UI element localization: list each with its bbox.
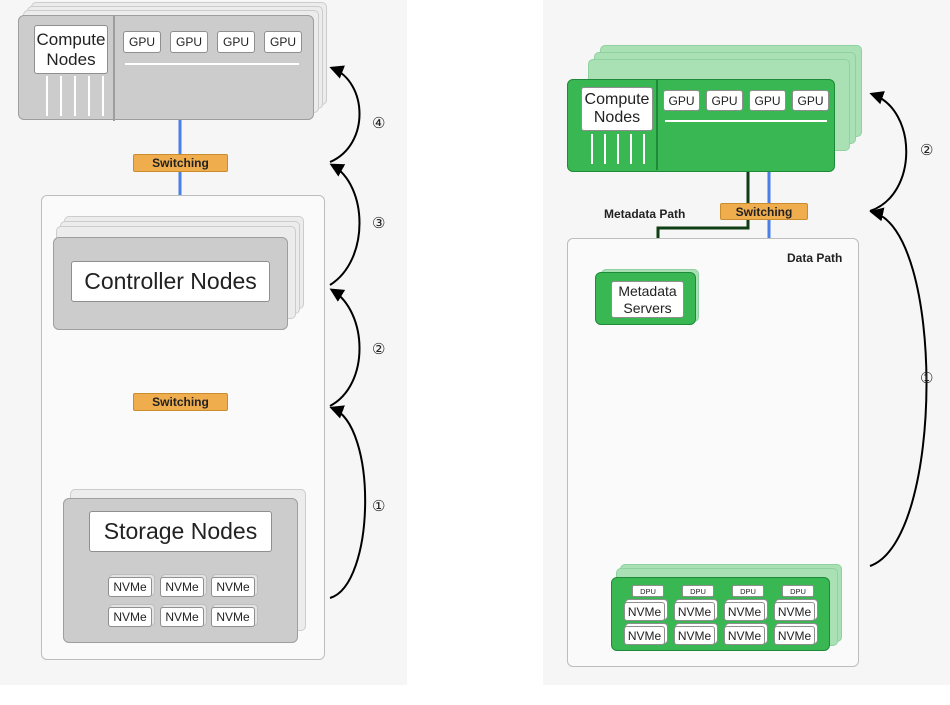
left-nvme-drive: NVMe xyxy=(211,577,255,597)
left-nvme-drive: NVMe xyxy=(160,577,204,597)
left-storage-nodes-box: Storage Nodes NVMe NVMe NVMe NVMe NVMe N… xyxy=(63,498,298,643)
storage-nodes-label: Storage Nodes xyxy=(89,511,272,552)
left-step-1: ① xyxy=(372,498,386,515)
data-path-label: Data Path xyxy=(787,251,843,265)
left-controller-nodes-box: Controller Nodes xyxy=(53,237,288,330)
left-gpu-chip: GPU xyxy=(123,31,161,53)
right-switching: Switching xyxy=(720,203,808,220)
right-nvme-drive: NVMe xyxy=(774,602,815,621)
right-step-2: ② xyxy=(920,142,934,159)
right-step-1: ① xyxy=(920,370,934,387)
right-compute-slot xyxy=(643,134,645,164)
left-compute-nodes-label: Compute Nodes xyxy=(34,25,108,74)
left-gpu-chip: GPU xyxy=(217,31,255,53)
left-top-switching: Switching xyxy=(133,154,228,172)
left-step-2: ② xyxy=(372,341,386,358)
right-storage-nodes-box: DPU DPU DPU DPU NVMe NVMe NVMe NVMe NVMe… xyxy=(611,577,830,651)
metadata-servers-box: Metadata Servers xyxy=(595,272,696,325)
right-nvme-drive: NVMe xyxy=(724,602,765,621)
right-compute-bus-line xyxy=(665,120,827,122)
right-compute-slot xyxy=(617,134,619,164)
dpu-chip: DPU xyxy=(732,585,764,597)
left-compute-slot xyxy=(46,76,48,116)
right-compute-nodes-label: Compute Nodes xyxy=(581,87,653,131)
right-nvme-drive: NVMe xyxy=(674,602,715,621)
right-nvme-drive: NVMe xyxy=(624,626,665,645)
right-compute-divider xyxy=(656,80,658,170)
left-bottom-switching: Switching xyxy=(133,393,228,411)
left-compute-slot xyxy=(60,76,62,116)
left-compute-nodes-box: Compute Nodes GPU GPU GPU GPU xyxy=(18,15,314,121)
right-compute-slot xyxy=(630,134,632,164)
left-compute-slot xyxy=(74,76,76,116)
right-compute-slot xyxy=(604,134,606,164)
right-gpu-chip: GPU xyxy=(792,90,829,111)
left-compute-divider xyxy=(113,16,115,121)
right-nvme-drive: NVMe xyxy=(724,626,765,645)
right-gpu-chip: GPU xyxy=(749,90,786,111)
metadata-servers-label: Metadata Servers xyxy=(611,281,684,318)
right-compute-slot xyxy=(591,134,593,164)
left-compute-slot xyxy=(102,76,104,116)
right-nvme-drive: NVMe xyxy=(774,626,815,645)
left-nvme-drive: NVMe xyxy=(160,607,204,627)
right-compute-nodes-box: Compute Nodes GPU GPU GPU GPU xyxy=(567,79,835,172)
left-nvme-drive: NVMe xyxy=(108,577,152,597)
left-step-4: ④ xyxy=(372,115,386,132)
dpu-chip: DPU xyxy=(682,585,714,597)
dpu-chip: DPU xyxy=(632,585,664,597)
left-gpu-chip: GPU xyxy=(170,31,208,53)
left-compute-slot xyxy=(88,76,90,116)
right-gpu-chip: GPU xyxy=(706,90,743,111)
left-step-3: ③ xyxy=(372,215,386,232)
right-nvme-drive: NVMe xyxy=(624,602,665,621)
controller-nodes-label: Controller Nodes xyxy=(71,261,270,302)
dpu-chip: DPU xyxy=(782,585,814,597)
metadata-path-label: Metadata Path xyxy=(604,207,686,221)
left-gpu-chip: GPU xyxy=(264,31,302,53)
left-nvme-drive: NVMe xyxy=(211,607,255,627)
right-gpu-chip: GPU xyxy=(663,90,700,111)
right-nvme-drive: NVMe xyxy=(674,626,715,645)
left-compute-bus-line xyxy=(125,63,299,65)
left-nvme-drive: NVMe xyxy=(108,607,152,627)
